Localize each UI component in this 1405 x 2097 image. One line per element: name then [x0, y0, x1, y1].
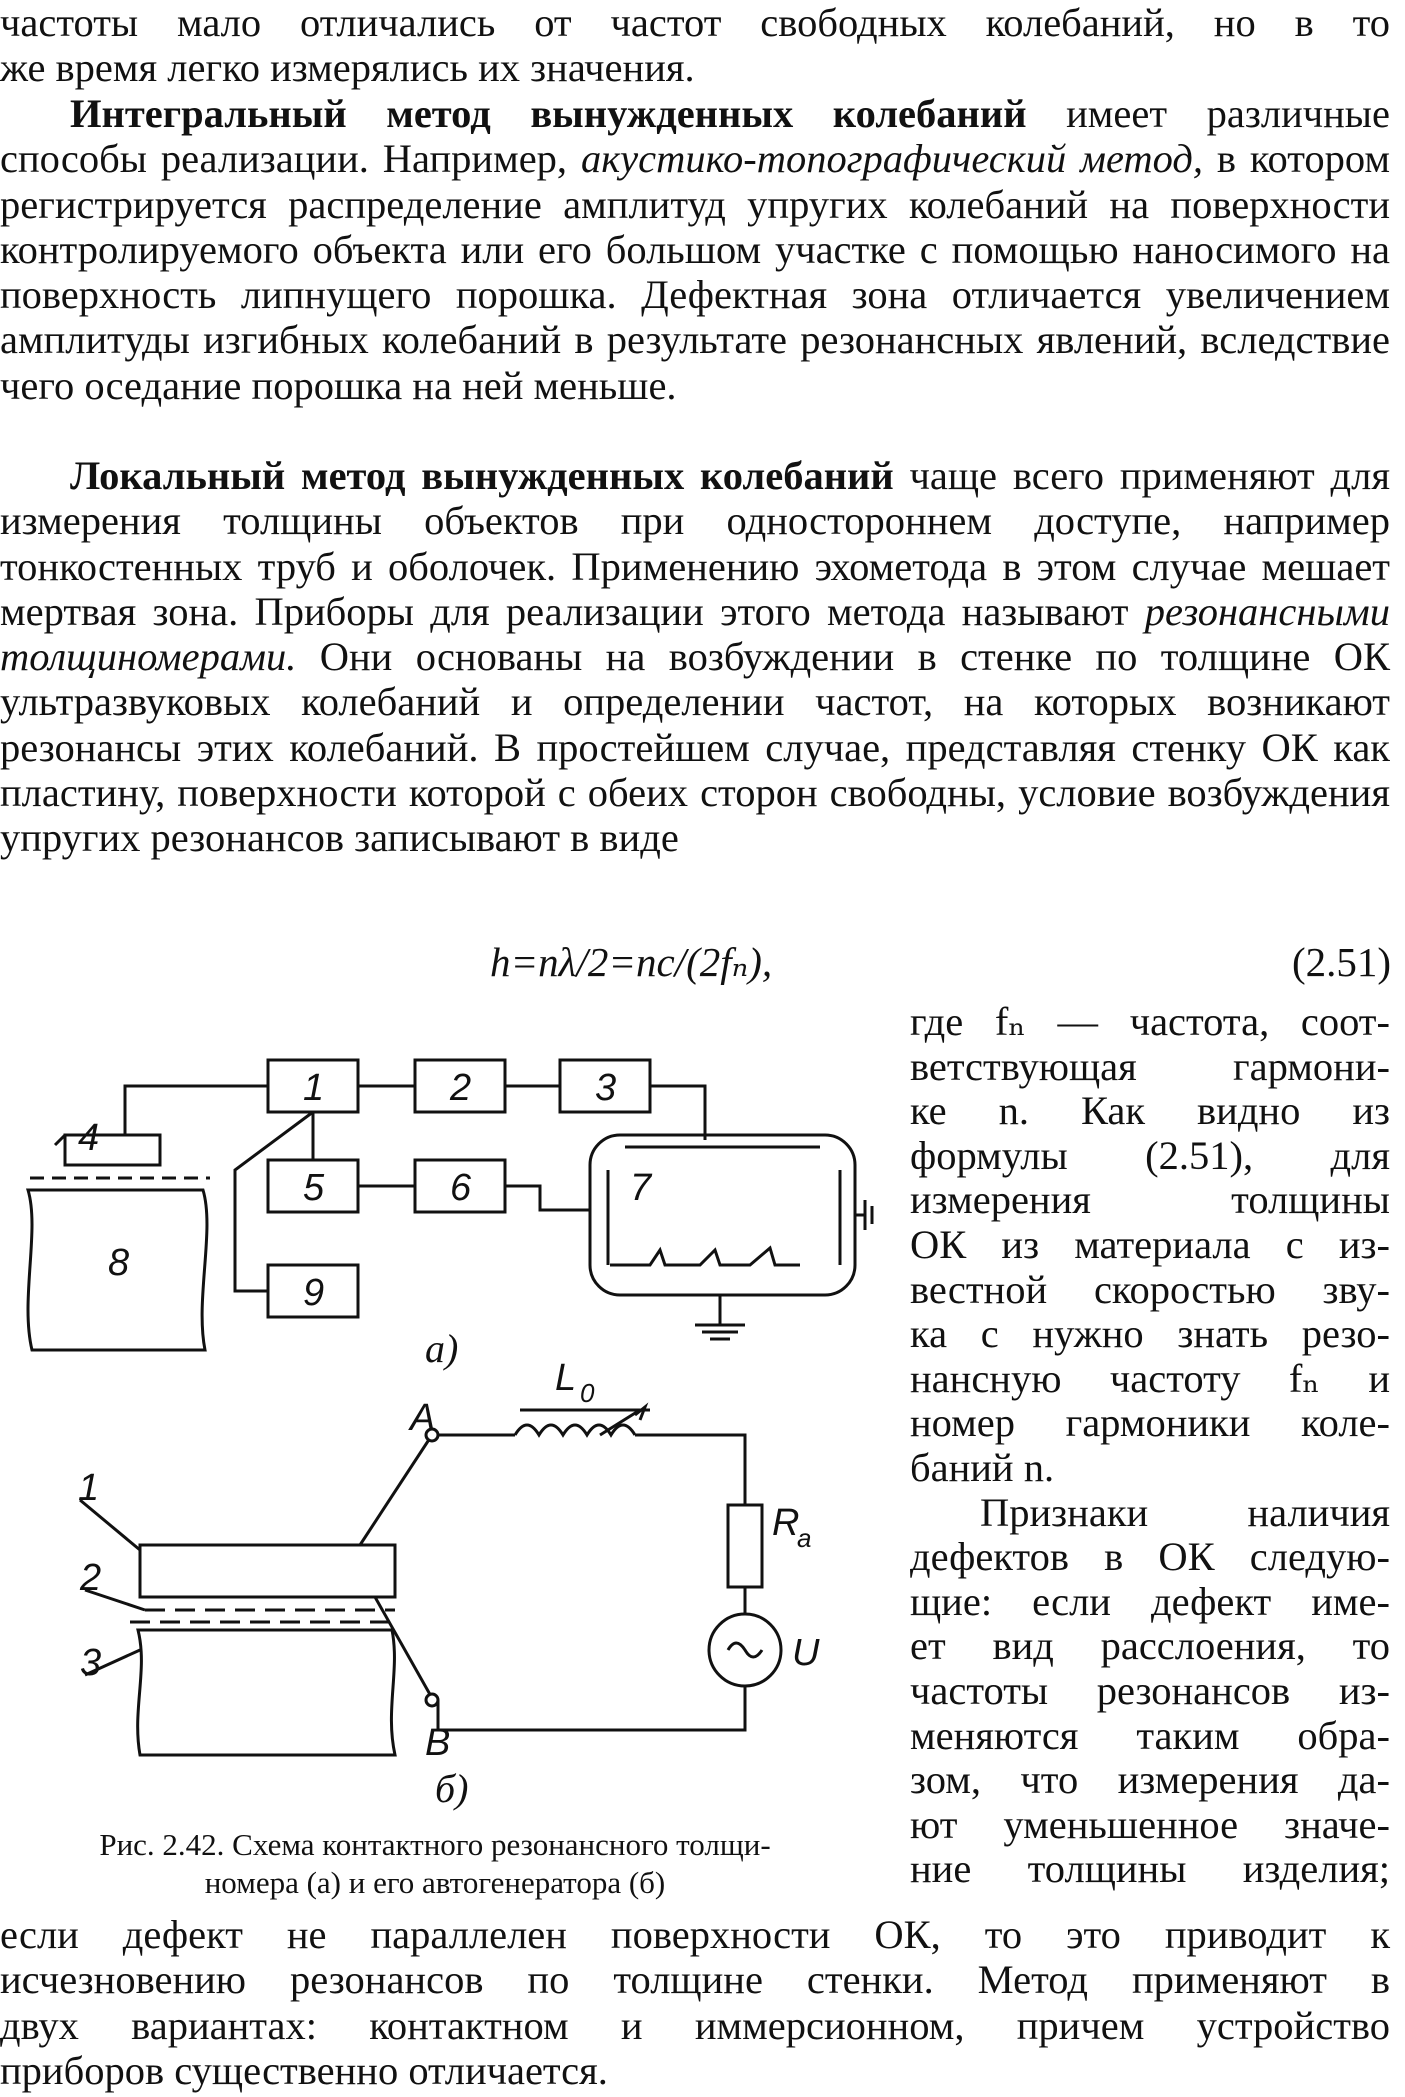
- equation-number: (2.51): [1291, 939, 1391, 985]
- figure-2-42: 1 2 3 4 5 6 7 8 9 A B L 0 R a U 1 2 3: [25, 1058, 874, 1764]
- label-resistor-sub: a: [797, 1523, 811, 1553]
- term-local-method: Локальный метод вынужденных колебаний: [70, 453, 894, 498]
- side-line: частоты резонансов из-: [910, 1667, 1390, 1713]
- label-block-9: 9: [303, 1272, 324, 1314]
- paragraph-local-method: Локальный метод вынужденных колебаний ча…: [0, 453, 1390, 861]
- side-line: ОК из материала с из-: [910, 1221, 1390, 1267]
- bottom-line: исчезновению резонансов по толщине стенк…: [0, 1957, 1390, 2003]
- term-acoustic-topographic: акустико-топографический метод,: [580, 136, 1203, 182]
- bottom-line: если дефект не параллелен поверхности ОК…: [0, 1912, 1390, 1957]
- para3-text2: Они основаны на возбуждении в стенке по …: [0, 634, 1390, 861]
- side-line: где fₙ — частота, соот-: [910, 999, 1390, 1044]
- label-point-a: A: [408, 1397, 435, 1439]
- label-inductor-l: L: [555, 1357, 576, 1399]
- para1-line1: частоты мало отличались от частот свобод…: [0, 0, 1390, 45]
- side-line: ка c нужно знать резо-: [910, 1311, 1390, 1357]
- side-line: баний n.: [910, 1444, 1055, 1490]
- term-resonance-thickness-gauges: резонансными толщиномерами.: [0, 588, 1390, 680]
- resistor-ra: [726, 1503, 764, 1589]
- label-layer-2: 2: [79, 1557, 101, 1599]
- label-point-b: B: [425, 1722, 450, 1764]
- label-block-4: 4: [78, 1117, 99, 1159]
- side-line: нансную частоту fₙ и: [910, 1355, 1390, 1401]
- term-integral-method: Интегральный метод вынужденных колебаний: [70, 91, 1027, 136]
- label-voltage-u: U: [792, 1632, 820, 1674]
- label-block-6: 6: [450, 1167, 472, 1209]
- para2-text1: имеет различные способы реализации. Напр…: [0, 91, 1390, 182]
- figure-label-b: б): [435, 1766, 469, 1811]
- caption-line-2: номера (а) и его автогенератора (б): [204, 1865, 666, 1900]
- crt-7: [588, 1133, 857, 1297]
- side-line: Признаки наличия: [980, 1489, 1390, 1535]
- label-block-5: 5: [303, 1167, 325, 1209]
- object-8: [25, 1188, 209, 1352]
- label-block-8: 8: [108, 1242, 129, 1284]
- label-block-1: 1: [303, 1067, 324, 1109]
- label-object-3: 3: [80, 1642, 101, 1684]
- side-line: ние толщины изделия;: [910, 1846, 1390, 1892]
- side-line: номер гармоники коле-: [910, 1400, 1390, 1446]
- bottom-line: приборов существенно отличается.: [0, 2047, 608, 2093]
- bottom-line: двух вариантах: контактном и иммерсионно…: [0, 2002, 1390, 2048]
- label-block-2: 2: [449, 1067, 471, 1109]
- side-column: где fₙ — частота, соот- ветствующая гарм…: [910, 999, 1390, 1892]
- label-block-3: 3: [595, 1067, 616, 1109]
- label-block-7: 7: [630, 1167, 653, 1209]
- side-line: ветствующая гармони-: [910, 1043, 1390, 1089]
- caption-line-1: Рис. 2.42. Схема контактного резонансног…: [99, 1827, 771, 1862]
- side-line: ют уменьшенное значе-: [910, 1801, 1390, 1847]
- label-inductor-sub: 0: [580, 1378, 595, 1408]
- figure-label-a: а): [425, 1326, 459, 1371]
- side-line: дефектов в ОК следую-: [910, 1534, 1390, 1580]
- transducer-4: [63, 1133, 162, 1167]
- side-line: зом, что измерения да-: [910, 1757, 1390, 1803]
- side-line: щие: если дефект име-: [910, 1578, 1390, 1624]
- paragraph-1: частоты мало отличались от частот свобод…: [0, 0, 1390, 91]
- para2-text2: в котором регистрируется распределение а…: [0, 136, 1390, 408]
- figure-caption: Рис. 2.42. Схема контактного резонансног…: [5, 1826, 865, 1902]
- para3-text1: чаще всего применяют для измерения толщи…: [0, 453, 1390, 634]
- label-plate-1: 1: [78, 1467, 99, 1509]
- bottom-paragraph: если дефект не параллелен поверхности ОК…: [0, 1912, 1390, 2093]
- object-3: [136, 1628, 397, 1757]
- side-line: ке n. Как видно из: [910, 1088, 1390, 1134]
- equation-2-51: h=nλ/2=nc/(2fₙ),: [490, 939, 773, 985]
- para1-line2: же время легко измерялись их значения.: [0, 45, 695, 91]
- side-line: измерения толщины: [910, 1177, 1390, 1223]
- side-line: ет вид расслоения, то: [910, 1623, 1390, 1669]
- plate-1: [138, 1543, 397, 1599]
- label-resistor-r: R: [772, 1502, 799, 1544]
- paragraph-integral-method: Интегральный метод вынужденных колебаний…: [0, 91, 1390, 408]
- side-line: меняются таким обра-: [910, 1712, 1390, 1758]
- side-line: вестной скоростью зву-: [910, 1266, 1390, 1312]
- side-line: формулы (2.51), для: [910, 1132, 1390, 1178]
